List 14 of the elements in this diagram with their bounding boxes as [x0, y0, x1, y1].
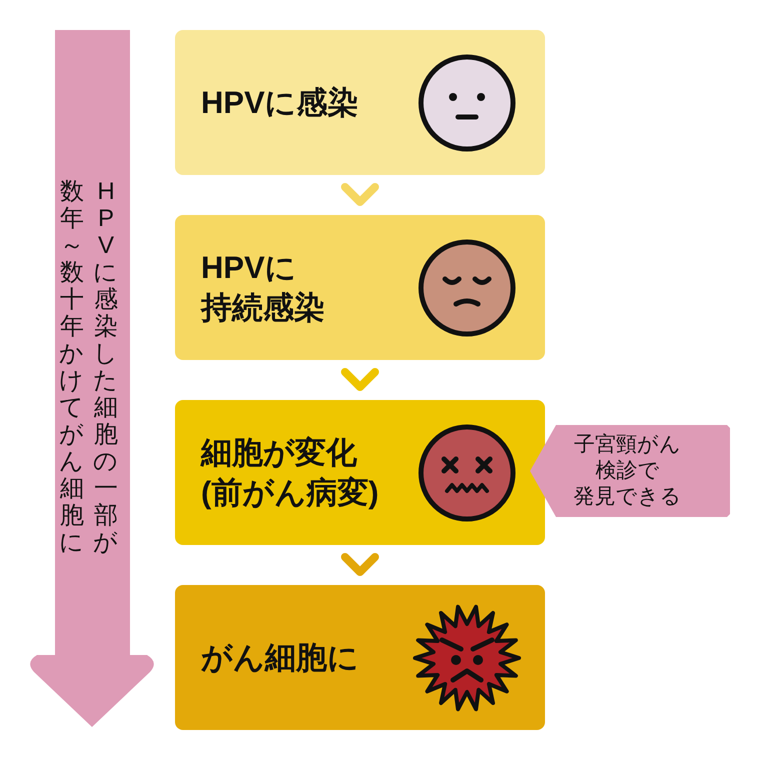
chevron-arrow [341, 553, 379, 576]
step-box [175, 215, 545, 360]
step-box [175, 400, 545, 545]
chevron-arrow [341, 368, 379, 391]
chevron-arrow [341, 183, 379, 206]
step-box [175, 585, 545, 730]
callout-text: 子宮頸がん検診で発見できる [572, 432, 683, 510]
step-label: 細胞が変化(前がん病変) [201, 434, 380, 512]
arrow-label: HPVに感染した細胞の一部が数年～数十年かけてがん細胞に [60, 178, 118, 556]
step-label: HPVに持続感染 [201, 248, 326, 326]
callout-tag [530, 425, 730, 517]
step-box [175, 30, 545, 175]
step-label: がん細胞に [201, 638, 360, 676]
step-label: HPVに感染 [201, 84, 360, 122]
